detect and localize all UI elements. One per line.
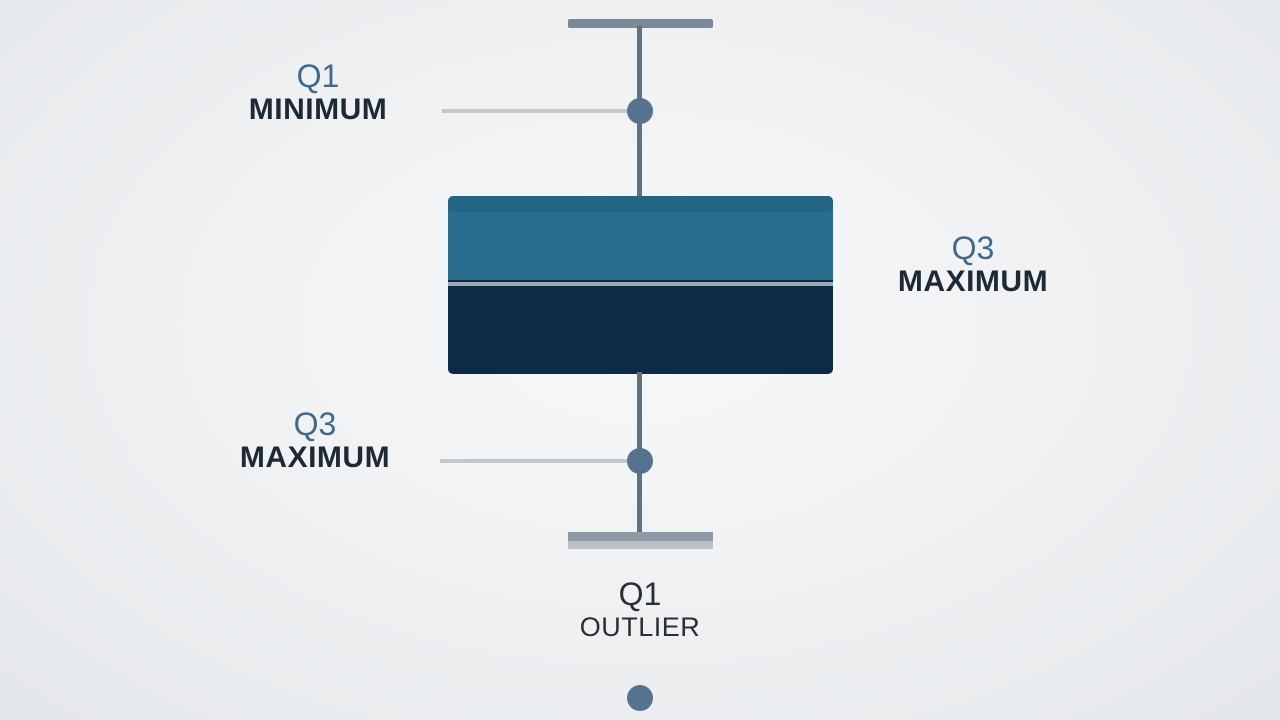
outlier-point [627,685,653,711]
left-bottom-word-text: MAXIMUM [239,441,391,474]
maximum-label-right: Q3 MAXIMUM [878,232,1068,297]
bottom-whisker-cap [568,532,713,541]
box-lower-half [448,284,833,374]
maximum-point [627,448,653,474]
maximum-label-left: Q3 MAXIMUM [222,408,408,473]
maximum-leader-line [440,459,634,463]
minimum-label: Q1 MINIMUM [228,60,408,125]
right-word-text: MAXIMUM [897,265,1049,298]
minimum-leader-line [442,109,634,113]
left-bottom-quartile-text: Q3 [293,406,337,442]
outlier-label: Q1 OUTLIER [560,578,720,641]
right-quartile-text: Q3 [951,230,995,266]
box-upper-half [448,196,833,288]
minimum-point [627,98,653,124]
outlier-quartile-text: Q1 [618,576,662,612]
outlier-word-text: OUTLIER [579,612,701,642]
interquartile-box [448,196,833,374]
top-whisker-cap [568,19,713,28]
minimum-word-text: MINIMUM [248,93,388,126]
median-line [448,282,833,286]
minimum-quartile-text: Q1 [296,58,340,94]
